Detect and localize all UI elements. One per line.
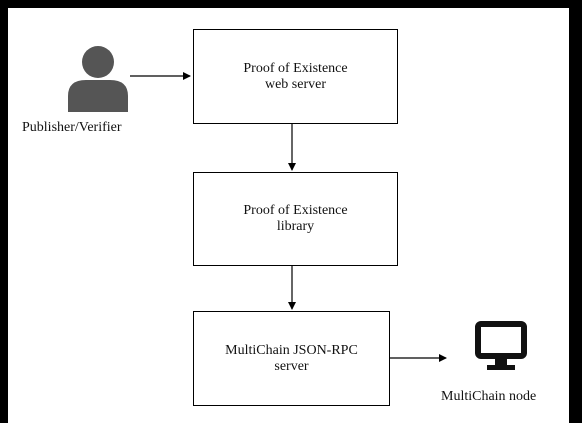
node-rpc-server-line-2: server xyxy=(274,358,309,374)
frame-top-bar xyxy=(0,0,582,8)
node-library: Proof of Existence library xyxy=(193,172,398,266)
node-multichain-node-label: MultiChain node xyxy=(441,389,537,404)
node-library-line-1: Proof of Existence xyxy=(243,203,348,218)
node-rpc-server: MultiChain JSON-RPC server xyxy=(193,311,390,406)
node-publisher-label: Publisher/Verifier xyxy=(22,120,122,135)
node-web-server-line-1: Proof of Existence xyxy=(243,60,348,76)
frame-left-bar xyxy=(0,0,8,423)
node-web-server-line-2: web server xyxy=(264,76,327,92)
node-web-server: Proof of Existence web server xyxy=(193,29,398,124)
node-rpc-server-line-1: MultiChain JSON-RPC xyxy=(225,342,358,358)
monitor-icon xyxy=(475,321,527,370)
frame-right-bar xyxy=(569,0,582,423)
person-icon xyxy=(68,46,128,112)
node-library-line-2: library xyxy=(276,219,315,234)
